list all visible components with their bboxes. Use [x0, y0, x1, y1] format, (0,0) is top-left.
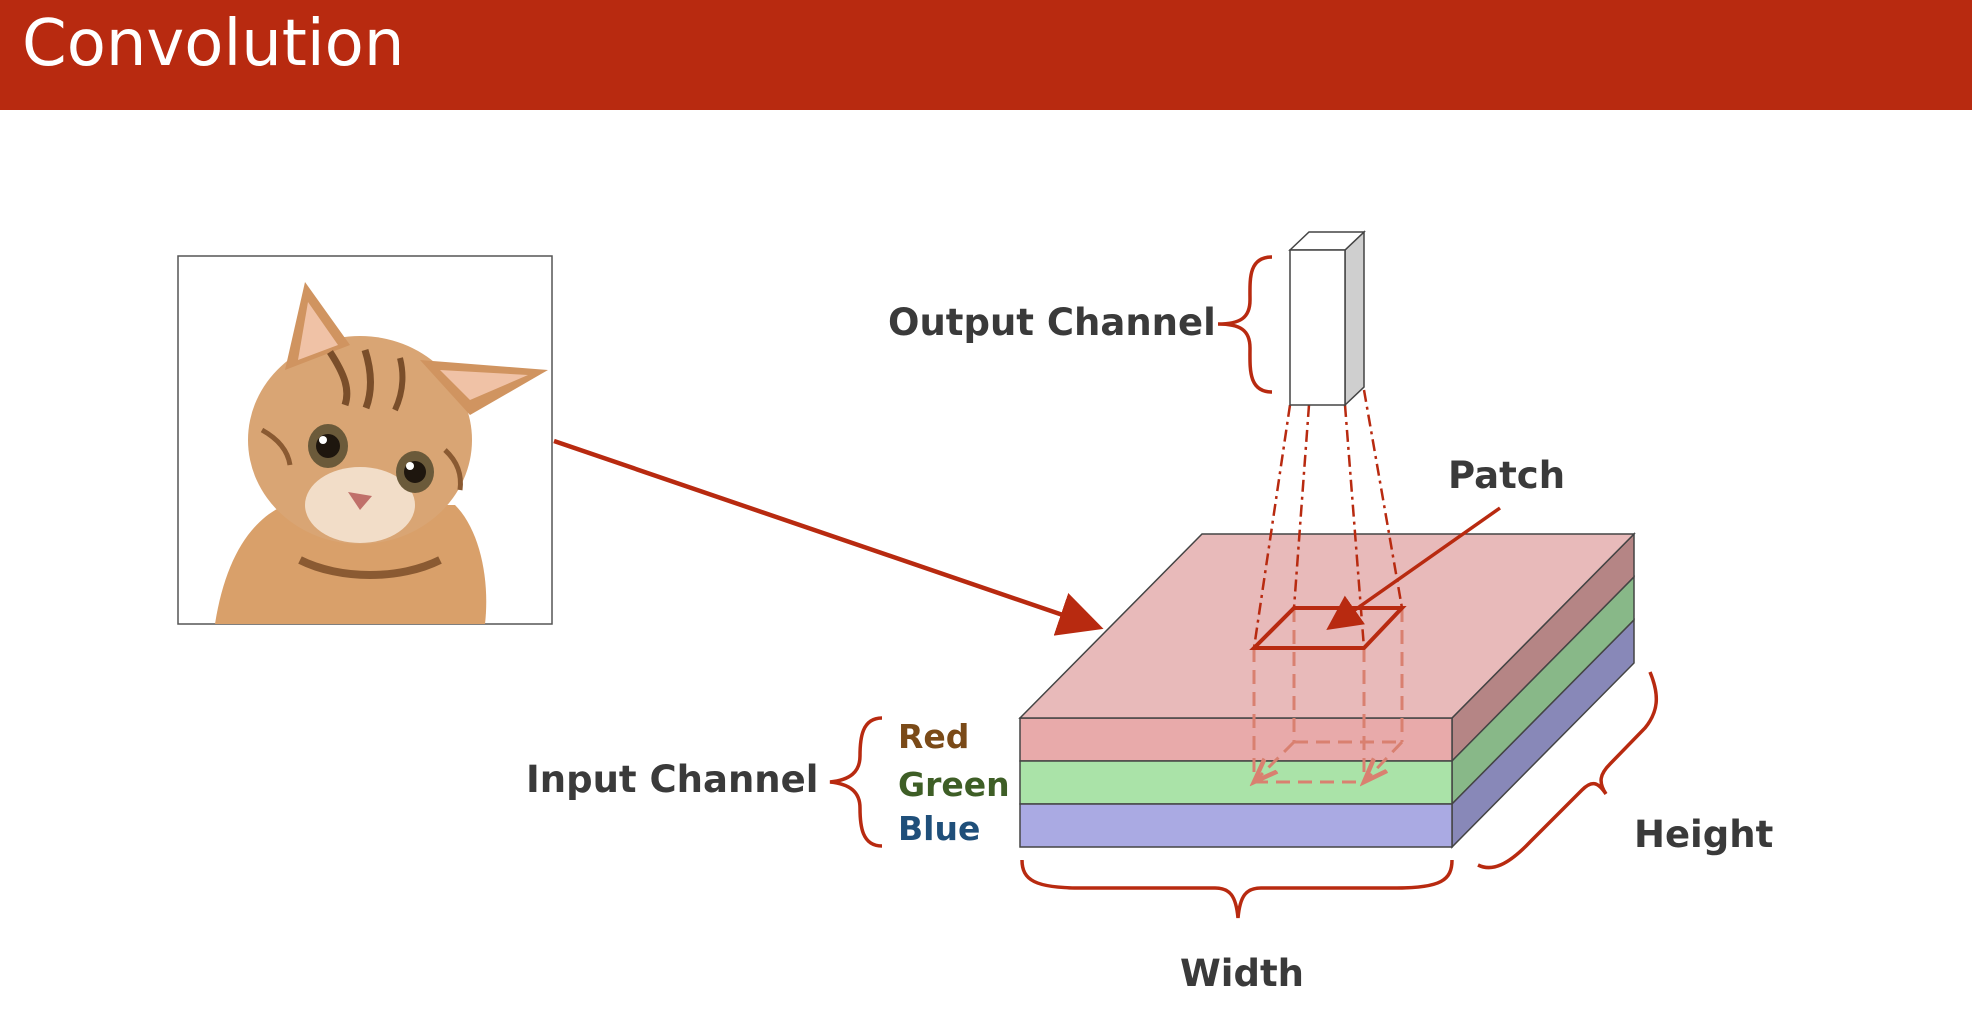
title-bar: Convolution: [0, 0, 1972, 110]
channel-red-label: Red: [898, 717, 969, 756]
height-brace: [1477, 671, 1658, 870]
patch-label: Patch: [1448, 454, 1565, 497]
cat-image: [177, 255, 553, 625]
width-brace: [1020, 859, 1454, 919]
input-arrow: [553, 438, 1104, 636]
patch-prism: [1254, 608, 1404, 782]
slide-title: Convolution: [22, 7, 405, 81]
channel-blue-label: Blue: [898, 809, 980, 848]
blue-front-face: [1019, 803, 1453, 848]
height-label: Height: [1634, 813, 1773, 856]
red-front-face: [1019, 717, 1453, 762]
patch-outline: [1249, 606, 1407, 650]
channel-green-label: Green: [898, 765, 1010, 804]
width-label: Width: [1180, 952, 1304, 995]
output-column: [1288, 230, 1366, 407]
input-channel-label: Input Channel: [526, 758, 818, 801]
output-channel-label: Output Channel: [888, 301, 1216, 344]
output-channel-brace: [1217, 255, 1273, 394]
input-channel-brace: [829, 716, 883, 848]
cat-photo-icon: [215, 282, 548, 624]
input-volume: [1018, 532, 1636, 849]
green-front-face: [1019, 760, 1453, 805]
patch-arrow: [1326, 506, 1502, 631]
